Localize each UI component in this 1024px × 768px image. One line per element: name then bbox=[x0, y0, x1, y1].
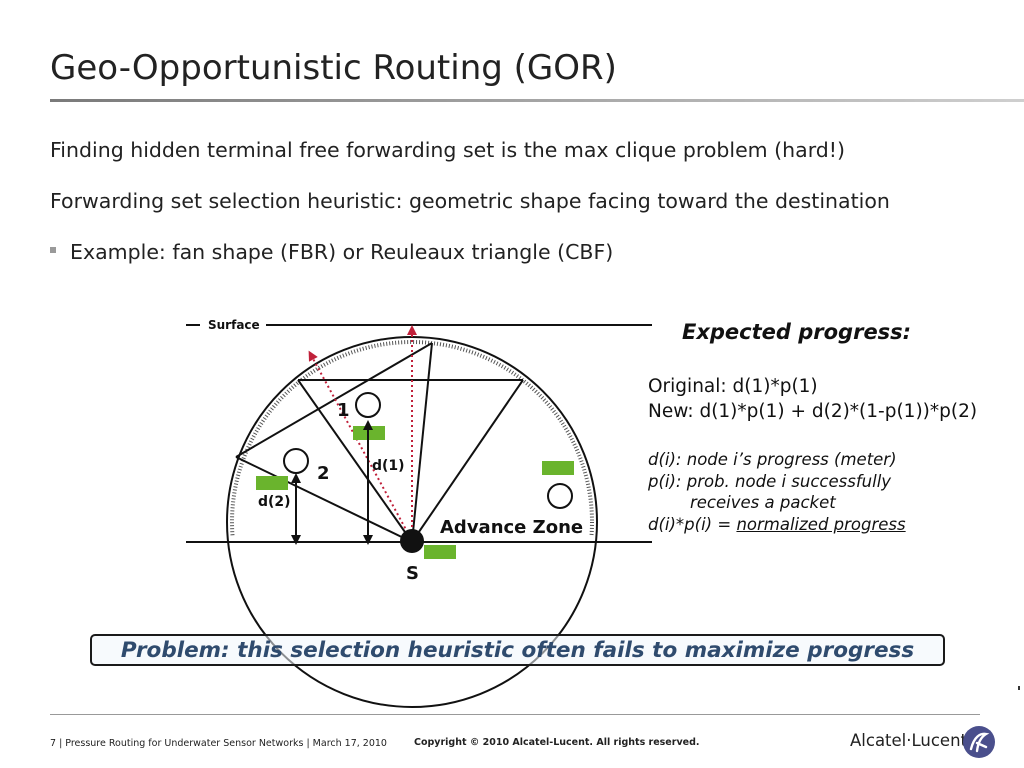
company-logo-text: Alcatel·Lucent bbox=[850, 731, 968, 750]
bullet-square-icon bbox=[50, 247, 56, 253]
text-line-2: Forwarding set selection heuristic: geom… bbox=[50, 189, 890, 213]
surface-label: Surface bbox=[208, 318, 260, 332]
node-2-label: 2 bbox=[317, 463, 330, 484]
def-normalized-prefix: d(i)*p(i) = bbox=[648, 515, 737, 534]
slide-title: Geo-Opportunistic Routing (GOR) bbox=[50, 48, 617, 88]
def-normalized: d(i)*p(i) = normalized progress bbox=[648, 515, 906, 534]
fan-edge-right bbox=[411, 342, 433, 543]
edge-mark bbox=[1018, 686, 1020, 690]
node-other bbox=[547, 483, 573, 509]
problem-callout: Problem: this selection heuristic often … bbox=[90, 634, 945, 666]
fan-edge-left bbox=[235, 456, 413, 543]
def-progress: d(i): node i’s progress (meter) bbox=[648, 450, 897, 469]
title-divider bbox=[50, 99, 1024, 102]
advance-zone-label: Advance Zone bbox=[440, 517, 583, 538]
progress-arrow-diagonal bbox=[308, 350, 411, 538]
fan-edge-top bbox=[235, 342, 433, 458]
text-line-1: Finding hidden terminal free forwarding … bbox=[50, 138, 846, 162]
d1-label: d(1) bbox=[372, 458, 405, 474]
shape-edge-right bbox=[411, 379, 524, 543]
node-1 bbox=[355, 392, 381, 418]
node-1-label: 1 bbox=[337, 400, 350, 421]
footer-copyright: Copyright © 2010 Alcatel-Lucent. All rig… bbox=[414, 737, 700, 748]
shape-edge-left bbox=[297, 379, 413, 543]
alcatel-lucent-logo-icon bbox=[963, 726, 995, 758]
footer-slide-info: 7 | Pressure Routing for Underwater Sens… bbox=[50, 738, 387, 749]
source-bar bbox=[424, 545, 456, 559]
node-2-bar bbox=[256, 476, 288, 490]
def-probability-cont: receives a packet bbox=[690, 493, 836, 512]
node-2 bbox=[283, 448, 309, 474]
node-other-bar bbox=[542, 461, 574, 475]
formula-new: New: d(1)*p(1) + d(2)*(1-p(1))*p(2) bbox=[648, 401, 978, 422]
expected-progress-title: Expected progress: bbox=[682, 320, 912, 344]
normalized-progress-text: normalized progress bbox=[736, 515, 906, 534]
bullet-item: Example: fan shape (FBR) or Reuleaux tri… bbox=[50, 240, 613, 264]
def-probability: p(i): prob. node i successfully bbox=[648, 472, 892, 491]
d2-label: d(2) bbox=[258, 494, 291, 510]
formula-original: Original: d(1)*p(1) bbox=[648, 376, 818, 397]
source-node bbox=[400, 529, 424, 553]
source-label: S bbox=[406, 563, 419, 584]
bullet-text: Example: fan shape (FBR) or Reuleaux tri… bbox=[70, 240, 614, 264]
footer-divider bbox=[50, 714, 980, 715]
